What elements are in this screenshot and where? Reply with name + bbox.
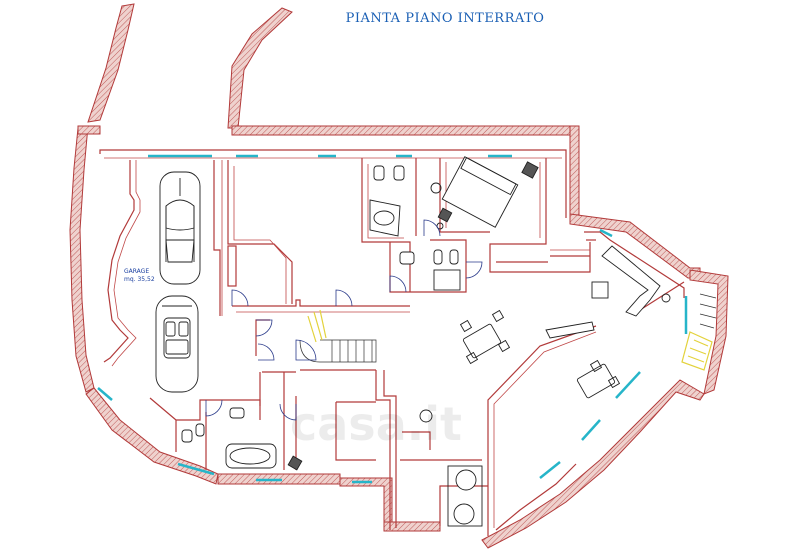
bed-double [437,156,539,228]
wall-top-left [77,125,101,135]
bathroom-top-fixtures [369,165,461,291]
watermark: casa.it [290,397,462,451]
wall-bottom-3 [383,521,441,532]
kitchen-counter [591,245,671,317]
sink-3 [229,407,245,419]
window-5 [97,387,113,401]
bathroom-bottom-fixtures [181,407,303,471]
perimeter-walls [69,125,729,549]
bidet-3 [195,423,205,437]
main-staircase [299,309,377,363]
retaining-walls [87,3,293,129]
window-6 [177,462,215,476]
dining-table-right [576,359,621,399]
retaining-wall-left [87,3,135,123]
plan-title: PIANTA PIANO INTERRATO [346,11,545,26]
toilet-3 [181,429,193,443]
door-swings [205,219,483,421]
wall-bottom-left [85,387,219,485]
sofa-diagonal [545,321,595,339]
windows [97,154,688,484]
bidet-2 [449,249,459,265]
sink-2 [399,251,415,265]
window-9 [539,461,561,479]
armchair-2 [453,503,475,525]
corner-bathtub [369,199,401,237]
right-staircase [681,293,717,371]
window-11 [615,371,641,399]
wall-bottom-right [481,379,705,549]
toilet-2 [433,249,443,265]
window-10 [581,419,601,441]
toilet-1 [373,165,385,181]
wall-left [69,125,95,393]
sink-1 [430,182,442,194]
interior-walls [99,149,685,536]
dining-table [459,309,511,365]
wall-right-upper [569,125,580,219]
wall-right-bay [689,269,729,395]
central-hall-items [419,409,483,527]
shower [433,269,461,291]
garage-area-label: mq. 35,52 [124,276,155,283]
retaining-wall-right [227,7,293,129]
armchair-1 [455,469,477,491]
car-sedan [159,171,201,285]
garage-label: GARAGE [124,268,149,275]
bidet-1 [393,165,405,181]
wall-top [231,125,579,136]
window-13 [599,228,613,238]
car-convertible [155,295,199,393]
